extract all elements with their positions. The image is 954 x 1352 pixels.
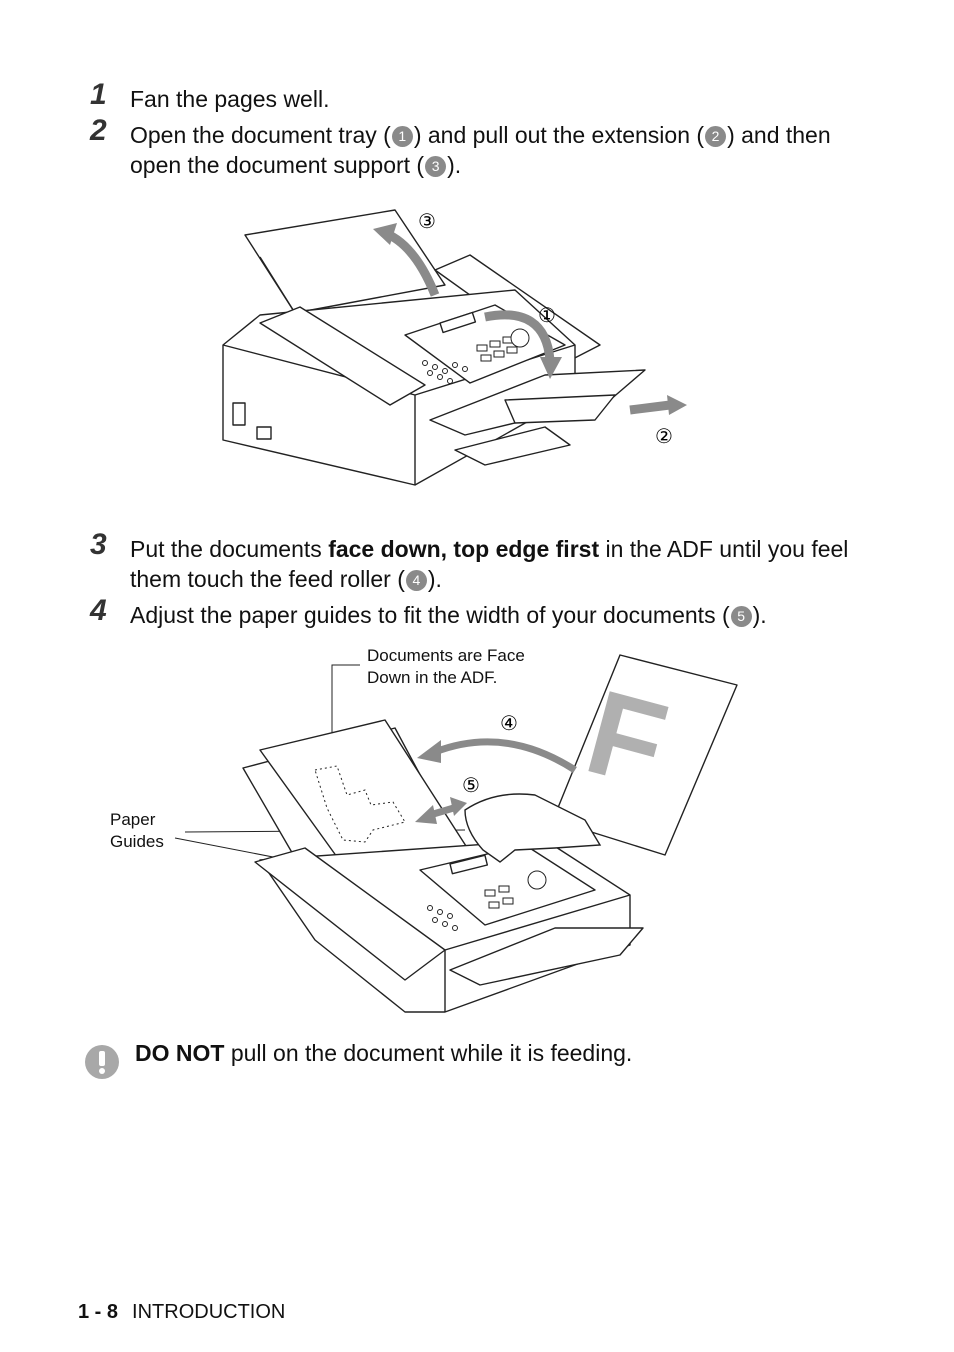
label-3: ③ (418, 209, 436, 233)
label-1: ① (538, 303, 556, 327)
step-number: 1 (90, 78, 107, 111)
step-4: 4 Adjust the paper guides to fit the wid… (90, 594, 850, 630)
step-text: Put the documents face down, top edge fi… (130, 536, 849, 592)
step-text: Fan the pages well. (130, 86, 330, 112)
note-text: DO NOT pull on the document while it is … (135, 1040, 633, 1066)
step-1: 1 Fan the pages well. (90, 78, 850, 114)
badge-5: 5 (730, 606, 752, 627)
badge-4: 4 (405, 570, 427, 591)
badge-2: 2 (705, 126, 727, 147)
page-footer: 1 - 8 INTRODUCTION (78, 1301, 285, 1324)
step-number: 3 (90, 528, 107, 561)
callout-documents: Documents are Face Down in the ADF. (367, 646, 525, 687)
step-number: 2 (90, 114, 107, 147)
step-2: 2 Open the document tray (1) and pull ou… (90, 114, 850, 180)
label-4: ④ (500, 711, 518, 735)
section-name: INTRODUCTION (132, 1301, 286, 1323)
label-2: ② (655, 424, 673, 448)
step-text: Open the document tray (1) and pull out … (130, 122, 831, 178)
figure-open-tray: ③ ① ② (222, 209, 687, 486)
exclamation-icon (85, 1045, 119, 1079)
figure-load-documents: F ④ ⑤ (174, 654, 738, 1013)
page-number: 1 - 8 (78, 1301, 119, 1323)
step-3: 3 Put the documents face down, top edge … (90, 528, 850, 594)
badge-1: 1 (391, 126, 413, 147)
label-5: ⑤ (462, 773, 480, 797)
callout-paper-guides: Paper Guides (110, 810, 164, 851)
step-text: Adjust the paper guides to fit the width… (130, 602, 767, 628)
badge-3: 3 (425, 156, 447, 177)
step-number: 4 (90, 594, 107, 627)
